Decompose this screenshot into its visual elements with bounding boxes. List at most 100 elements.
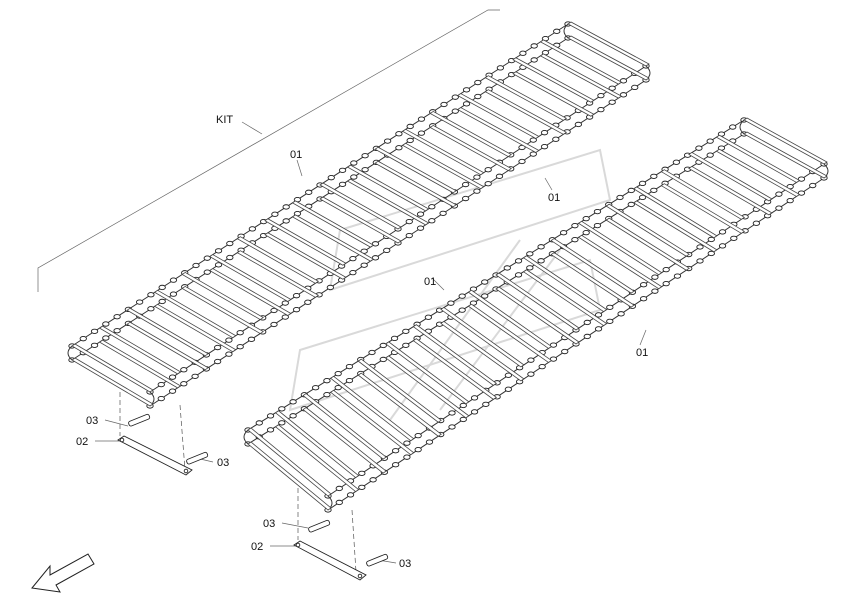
chain-link	[549, 342, 558, 348]
chain-link	[395, 145, 403, 151]
chain-link	[561, 348, 569, 355]
chain-link	[311, 385, 320, 391]
chain-slat	[412, 324, 498, 386]
chain-link	[597, 106, 605, 113]
chain-slat	[401, 142, 485, 190]
chain-link	[147, 292, 155, 298]
chain-link	[192, 262, 200, 269]
chain-link	[448, 424, 456, 430]
chain-slat	[550, 238, 635, 294]
chain-link	[695, 145, 703, 151]
chain-link	[447, 300, 455, 306]
chain-link	[474, 79, 482, 86]
chain-link	[169, 291, 178, 297]
pin-a-top	[128, 413, 151, 427]
chain-slat	[660, 169, 746, 220]
chain-link	[617, 311, 625, 317]
chain-link	[226, 254, 234, 261]
chain-link	[775, 205, 783, 211]
chain-slat	[385, 341, 470, 405]
chain-link	[255, 420, 263, 426]
chain-link	[474, 93, 482, 100]
chain-link	[281, 300, 289, 306]
chain-link	[403, 454, 411, 460]
chain-link	[571, 223, 579, 229]
chain-link	[527, 371, 535, 377]
chain-link	[481, 293, 489, 299]
bar-b	[293, 540, 367, 581]
chain-link	[495, 173, 504, 179]
chain-link	[518, 158, 526, 165]
chain-link	[608, 85, 616, 91]
chain-link	[417, 130, 426, 136]
chain-link	[414, 432, 422, 439]
chain-link	[574, 121, 583, 128]
chain-link	[157, 395, 165, 402]
chain-link	[90, 328, 99, 335]
chain-link	[213, 358, 222, 365]
chain-slat	[274, 410, 360, 479]
chain-link	[529, 151, 537, 157]
callout-02-a: 02	[76, 436, 88, 448]
chain-link	[270, 321, 278, 328]
chain-link	[346, 492, 355, 498]
callout-03-a-top: 03	[86, 415, 98, 427]
chain-link	[496, 65, 505, 71]
chain-slat	[264, 218, 347, 266]
chain-link	[514, 258, 523, 264]
chain-link	[549, 356, 558, 362]
chain-link	[448, 410, 456, 416]
chain-slat	[522, 269, 608, 327]
chain-slat	[329, 389, 415, 456]
chain-link	[236, 344, 244, 350]
chain-slat	[495, 286, 580, 345]
chain-link	[484, 167, 492, 173]
chain-slat	[495, 272, 580, 331]
pin-a-right	[186, 451, 209, 465]
chain-link	[527, 357, 535, 363]
chain-link	[439, 210, 447, 217]
chain-link	[226, 240, 234, 247]
chain-link	[379, 342, 387, 349]
pin-b-right	[366, 553, 389, 567]
chain-link	[775, 191, 783, 197]
chain-link	[462, 87, 471, 93]
chain-link	[292, 293, 301, 299]
chain-slat	[247, 427, 332, 497]
chain-link	[440, 101, 448, 108]
chain-link	[428, 218, 436, 224]
chain-link	[281, 314, 289, 320]
chain-link	[594, 326, 603, 332]
chain-link	[368, 349, 376, 356]
chain-slat	[633, 200, 718, 253]
chain-slat	[539, 53, 623, 99]
chain-slat	[567, 35, 650, 81]
chain-link	[597, 92, 605, 99]
chain-link	[673, 273, 682, 279]
chain-link	[191, 373, 199, 380]
chain-link	[326, 284, 335, 291]
chain-link	[707, 250, 715, 257]
chain-link	[417, 116, 426, 122]
chain-link	[627, 187, 635, 194]
chain-link	[361, 153, 369, 159]
callout-03-b-right: 03	[399, 558, 411, 570]
chain-link	[470, 409, 479, 415]
chain-link	[350, 174, 358, 180]
callout-01-b-upper: 01	[424, 276, 436, 288]
chain-link	[345, 377, 354, 384]
chain-slat	[512, 71, 595, 117]
kit-label: KIT	[216, 114, 233, 126]
chain-link	[526, 251, 534, 257]
chain-link	[662, 280, 670, 287]
chain-link	[338, 167, 347, 174]
chain-link	[350, 160, 358, 166]
chain-link	[540, 130, 549, 136]
chain-link	[405, 218, 413, 225]
chain-link	[606, 304, 614, 311]
chain-slat	[743, 117, 828, 165]
chain-link	[458, 307, 466, 313]
bar-a	[117, 435, 193, 476]
chain-link	[270, 307, 278, 314]
chain-link	[638, 180, 647, 187]
